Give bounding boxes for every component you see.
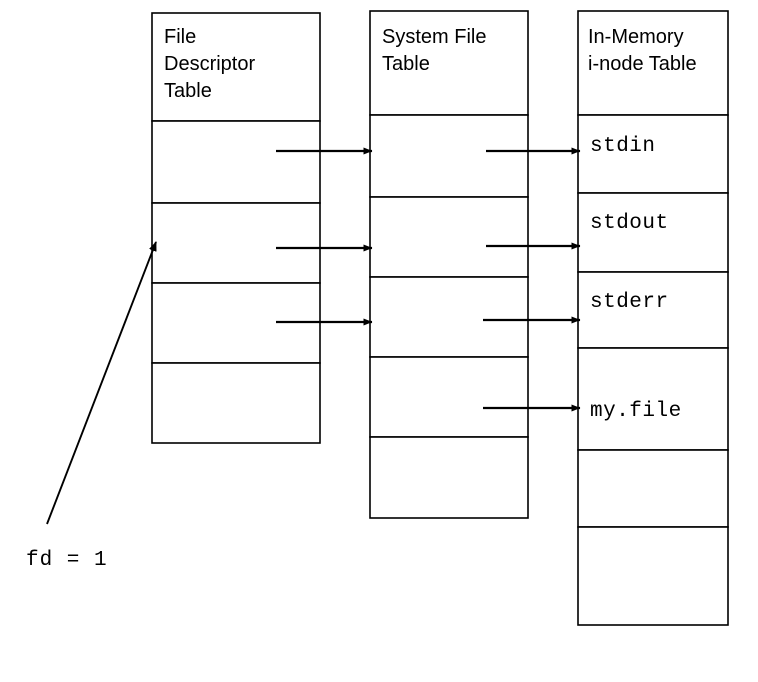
sft-table-header-line-2: Table (382, 53, 430, 75)
system-file-table: System File Table (369, 10, 529, 519)
sft-table-row-2[interactable] (369, 276, 529, 358)
inode-table-header-cell (577, 10, 729, 116)
sft-table-header-line-1: System File (382, 26, 486, 48)
inode-row-label-stderr: stderr (590, 291, 669, 314)
inode-table-row-5[interactable] (577, 526, 729, 626)
inode-table-header-line-1: In-Memory (588, 26, 684, 48)
sft-table-header-cell (369, 10, 529, 116)
in-memory-inode-table: In-Memory i-node Table stdin stdout stde… (577, 10, 729, 626)
connector-fd-label-pointer (46, 241, 157, 525)
connectors-fd-to-sft (276, 147, 373, 326)
inode-row-label-stdin: stdin (590, 135, 656, 158)
inode-table-row-3[interactable] (577, 347, 729, 451)
fd-label-annotation: fd = 1 (26, 241, 157, 572)
sft-table-row-0[interactable] (369, 114, 529, 198)
fd-table-header-line-2: Descriptor (164, 53, 255, 75)
connectors-sft-to-inode (483, 147, 581, 412)
sft-table-row-1[interactable] (369, 196, 529, 278)
inode-table-row-4[interactable] (577, 449, 729, 528)
inode-table-row-1[interactable] (577, 192, 729, 273)
fd-table-header-line-1: File (164, 26, 196, 48)
fd-table-header-cell (151, 12, 321, 122)
inode-table-header-line-2: i-node Table (588, 53, 697, 75)
fd-table-header-line-3: Table (164, 80, 212, 102)
sft-table-row-4[interactable] (369, 436, 529, 519)
fd-table-row-0[interactable] (151, 120, 321, 204)
fd-label-text: fd = 1 (26, 549, 108, 572)
inode-row-label-stdout: stdout (590, 212, 669, 235)
sft-table-row-3[interactable] (369, 356, 529, 438)
fd-table-row-1[interactable] (151, 202, 321, 284)
fd-table-row-3[interactable] (151, 362, 321, 444)
inode-row-label-myfile: my.file (590, 400, 682, 423)
file-descriptor-table: File Descriptor Table (151, 12, 321, 444)
